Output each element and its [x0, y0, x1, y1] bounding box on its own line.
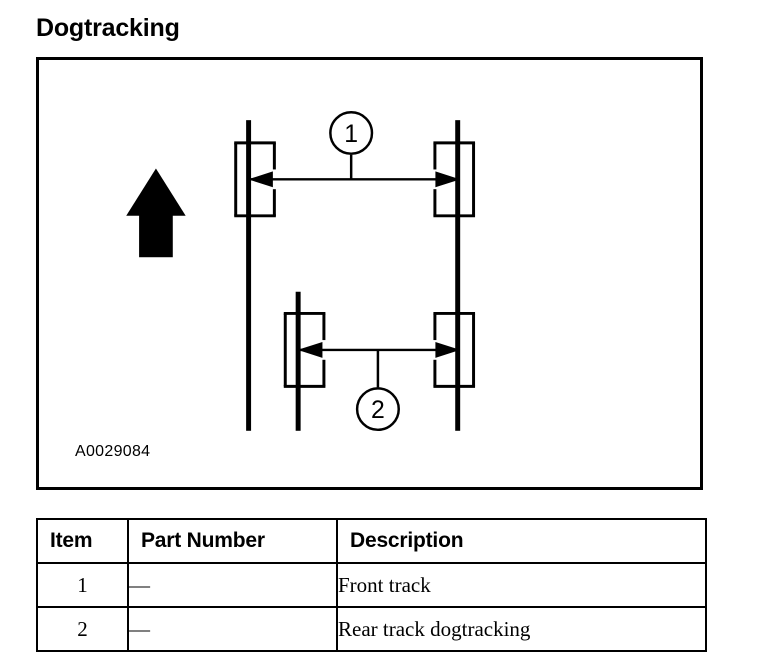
forward-direction-arrow-shaft [139, 212, 173, 258]
front-left-axis-line [246, 120, 252, 431]
forward-direction-arrow-head [126, 168, 186, 216]
callout-2: 2 [355, 387, 400, 432]
callout-1: 1 [329, 111, 374, 155]
front-track-dimension [248, 154, 461, 188]
dogtracking-diagram: 1 [126, 111, 476, 432]
rear-track-dimension [297, 342, 461, 388]
cell-part-number: — [127, 606, 338, 652]
figure-id-label: A0029084 [75, 443, 151, 460]
table-row: 2 — Rear track dogtracking [36, 606, 707, 652]
right-axis-line [455, 120, 461, 431]
callout-1-label: 1 [344, 121, 358, 148]
rear-dimension-arrowhead-right [435, 342, 461, 358]
cell-item: 1 [36, 562, 129, 608]
column-header-description: Description [336, 518, 707, 564]
table-header-row: Item Part Number Description [36, 518, 707, 564]
parts-table: Item Part Number Description 1 — Front t… [36, 518, 707, 652]
table-row: 1 — Front track [36, 562, 707, 608]
column-header-item: Item [36, 518, 129, 564]
front-dimension-arrowhead-left [248, 171, 273, 188]
cell-item: 2 [36, 606, 129, 652]
callout-2-label: 2 [371, 397, 385, 424]
cell-description: Front track [336, 562, 707, 608]
column-header-part-number: Part Number [127, 518, 338, 564]
figure-container: 1 [36, 57, 703, 490]
rear-dimension-arrowhead-left [297, 342, 323, 358]
cell-description: Rear track dogtracking [336, 606, 707, 652]
cell-part-number: — [127, 562, 338, 608]
page-title: Dogtracking [36, 14, 180, 42]
front-dimension-arrowhead-right [435, 171, 461, 188]
